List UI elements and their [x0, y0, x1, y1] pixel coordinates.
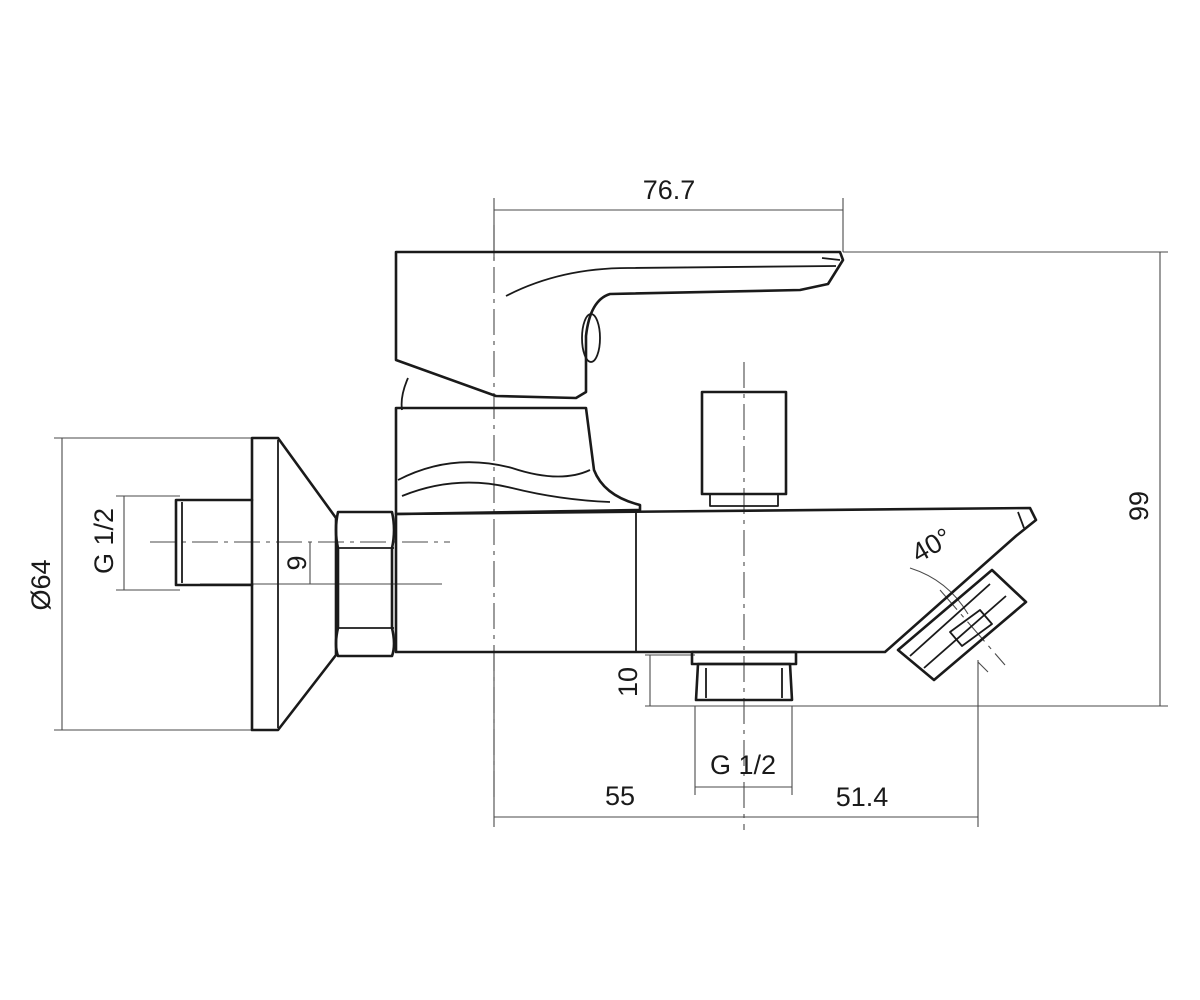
lever-pivot	[581, 313, 601, 363]
dim-inlet-offset: 9	[282, 555, 312, 570]
dim-height: 99	[1124, 491, 1154, 521]
lever-handle	[394, 250, 845, 400]
dim-top-width: 76.7	[643, 175, 696, 205]
hex-nut	[334, 510, 396, 658]
inlet-nipple	[174, 498, 254, 587]
dim-outlet-thread: G 1/2	[710, 750, 776, 780]
wall-flange	[250, 436, 338, 732]
main-body	[394, 506, 1038, 654]
cartridge-housing	[394, 406, 642, 516]
spout-nozzle	[949, 609, 993, 647]
outlet-thread	[694, 662, 794, 702]
spout-aerator	[896, 568, 1028, 682]
dim-right-length: 51.4	[836, 782, 889, 812]
faucet-outline	[174, 250, 1038, 732]
dim-spout-angle: 40°	[906, 522, 956, 568]
dim-inlet-thread: G 1/2	[89, 508, 119, 574]
outlet-connector	[690, 650, 798, 666]
dim-left-length: 55	[605, 781, 635, 811]
dim-flange-diameter: Ø64	[26, 559, 56, 610]
dim-outlet-height: 10	[613, 667, 643, 697]
diverter-button	[700, 390, 788, 496]
